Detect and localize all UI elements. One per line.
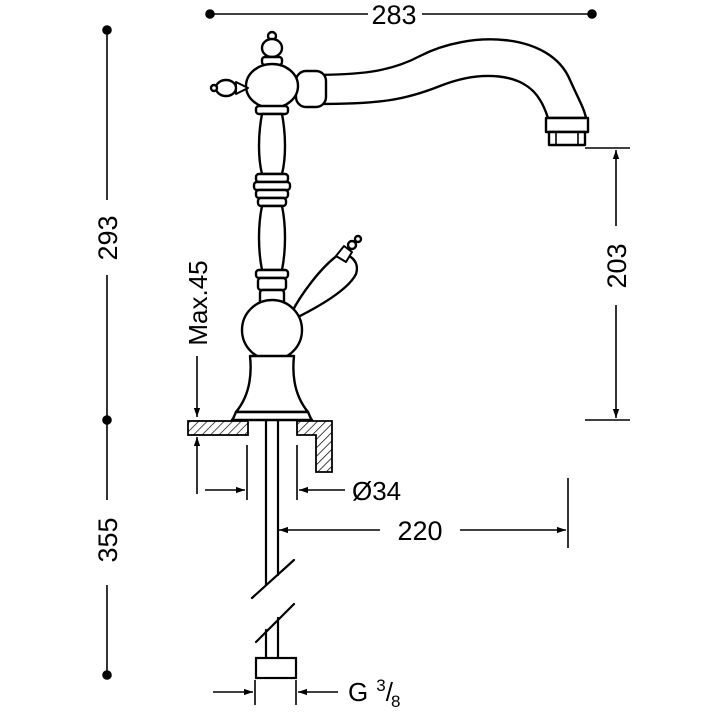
spout-height-label: 203 — [602, 243, 632, 288]
width-label: 283 — [371, 0, 416, 30]
lower-height-dimension — [102, 420, 112, 680]
tail-length-dimension — [279, 478, 569, 548]
width-dimension — [205, 9, 597, 19]
faucet-body — [209, 30, 590, 422]
spout — [306, 38, 588, 120]
hole-diameter-label: Ø34 — [352, 476, 401, 506]
max-thickness-label: Max.45 — [183, 260, 213, 345]
hole-diameter-dimension — [205, 445, 345, 500]
lower-height-label: 355 — [93, 517, 123, 562]
lever-handle — [290, 253, 359, 320]
connection-dimension — [213, 680, 338, 705]
supply-tubes — [250, 419, 296, 660]
upper-height-dimension — [102, 25, 112, 425]
countertop-section — [187, 420, 333, 473]
upper-height-label: 293 — [93, 215, 123, 260]
connection-nut — [254, 656, 298, 680]
tail-length-label: 220 — [397, 516, 442, 546]
spout-height-dimension — [585, 147, 630, 421]
